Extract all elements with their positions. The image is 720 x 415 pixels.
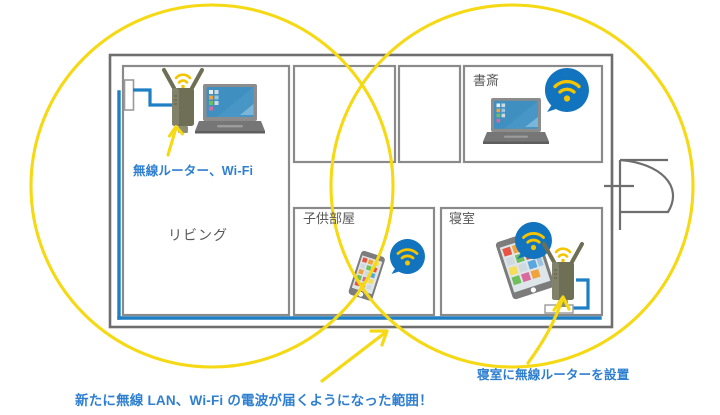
arrow-up-icon (166, 124, 185, 157)
wireless-router-icon (542, 242, 584, 307)
room-label-study: 書斎 (473, 73, 500, 88)
callout-router-bedroom: 寝室に無線ルーターを設置 (477, 368, 630, 382)
laptop-icon (195, 84, 265, 134)
lan-wall-outlet-icon (123, 79, 135, 111)
room-label-kids: 子供部屋 (303, 211, 356, 226)
interior-walls (121, 64, 604, 317)
callout-router-living: 無線ルーター、Wi-Fi (133, 164, 254, 178)
arrow-up-icon (526, 295, 571, 365)
arrow-up-icon (320, 329, 389, 383)
coverage-circle-right (329, 3, 695, 369)
wireless-router-icon (162, 68, 204, 133)
wifi-bubble-icon (544, 68, 589, 112)
lan-cable-run (117, 90, 602, 320)
coverage-circle-left (29, 3, 395, 369)
lan-cable-living (133, 88, 176, 107)
room-label-bedroom: 寝室 (449, 211, 476, 226)
door-swing-icon (604, 158, 675, 230)
wifi-bubble-icon (389, 239, 425, 274)
callout-coverage-caption: 新たに無線 LAN、Wi-Fi の電波が届くようになった範囲！ (75, 393, 433, 408)
room-label-living: リビング (168, 227, 228, 243)
laptop-icon (483, 98, 549, 144)
wifi-bubble-icon (514, 222, 552, 259)
